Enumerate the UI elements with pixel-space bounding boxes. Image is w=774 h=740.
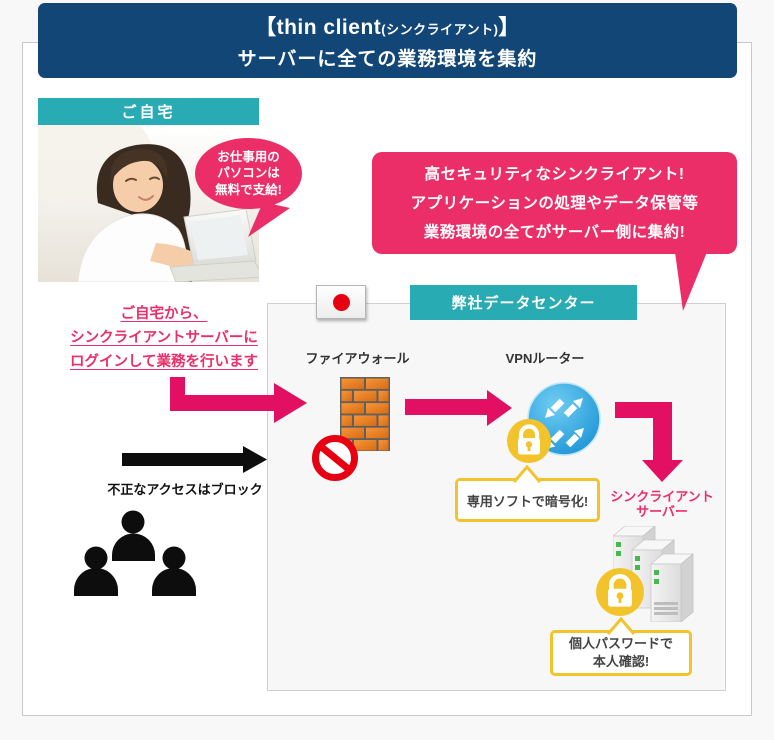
attackers-icon	[70, 498, 200, 603]
security-highlight-bubble: 高セキュリティなシンクライアント! アプリケーションの処理やデータ保管等 業務環…	[372, 152, 737, 254]
free-pc-bubble-tail	[240, 200, 292, 245]
firewall-to-vpn-arrow	[405, 390, 513, 431]
vpn-to-server-arrow	[613, 394, 685, 489]
no-entry-icon	[311, 434, 359, 487]
highlight-line2: アプリケーションの処理やデータ保管等	[410, 194, 699, 212]
page-subtitle: サーバーに全ての業務環境を集約	[237, 48, 538, 70]
home-photo-illustration	[38, 125, 259, 282]
firewall-icon	[340, 377, 390, 456]
login-note-line3: ログインして業務を行います	[69, 354, 259, 370]
home-to-firewall-arrow	[170, 377, 310, 428]
japan-flag-icon	[316, 285, 366, 319]
home-label: ご自宅	[38, 98, 259, 125]
page-title: 【thin client(シンクライアント)】	[255, 11, 520, 41]
password-note-tail	[606, 616, 636, 640]
login-note-line1: ご自宅から、	[120, 306, 208, 322]
blocked-access-note: 不正なアクセスはブロック	[107, 482, 263, 497]
login-note: ご自宅から、 シンクライアントサーバーに ログインして業務を行います	[58, 302, 270, 374]
highlight-line3: 業務環境の全てがサーバー側に集約!	[423, 223, 686, 241]
blocked-access-arrow	[122, 446, 268, 478]
password-note-line1: 個人パスワードで	[568, 636, 673, 651]
encrypt-note-tail	[512, 464, 542, 488]
title-main-text: 【thin client	[255, 15, 382, 39]
firewall-label: ファイアウォール	[305, 351, 410, 366]
free-pc-bubble-line3: 無料で支給!	[215, 182, 282, 197]
datacenter-label: 弊社データセンター	[410, 285, 637, 320]
highlight-line1: 高セキュリティなシンクライアント!	[424, 165, 685, 183]
thin-client-server-label: シンクライアント サーバー	[597, 489, 727, 519]
free-pc-bubble-line2: パソコンは	[217, 166, 280, 181]
page-title-banner: 【thin client(シンクライアント)】 サーバーに全ての業務環境を集約	[38, 3, 737, 78]
security-highlight-bubble-tail	[672, 251, 712, 318]
login-note-line2: シンクライアントサーバーに	[70, 330, 258, 346]
server-label-line1: シンクライアント	[610, 489, 714, 504]
free-pc-bubble: お仕事用の パソコンは 無料で支給!	[195, 138, 302, 209]
server-label-line2: サーバー	[636, 504, 688, 519]
free-pc-bubble-line1: お仕事用の	[217, 149, 280, 164]
vpn-router-label: VPNルーター	[505, 351, 585, 366]
encrypt-note-text: 専用ソフトで暗号化!	[466, 493, 589, 509]
title-close-bracket: 】	[498, 15, 520, 39]
password-note-line2: 本人確認!	[592, 654, 650, 669]
title-kana-text: (シンクライアント)	[381, 21, 499, 37]
encryption-lock-icon	[506, 418, 552, 469]
password-note-box: 個人パスワードで 本人確認!	[550, 630, 692, 676]
japan-flag-sun	[332, 293, 350, 311]
password-lock-icon	[595, 567, 645, 622]
